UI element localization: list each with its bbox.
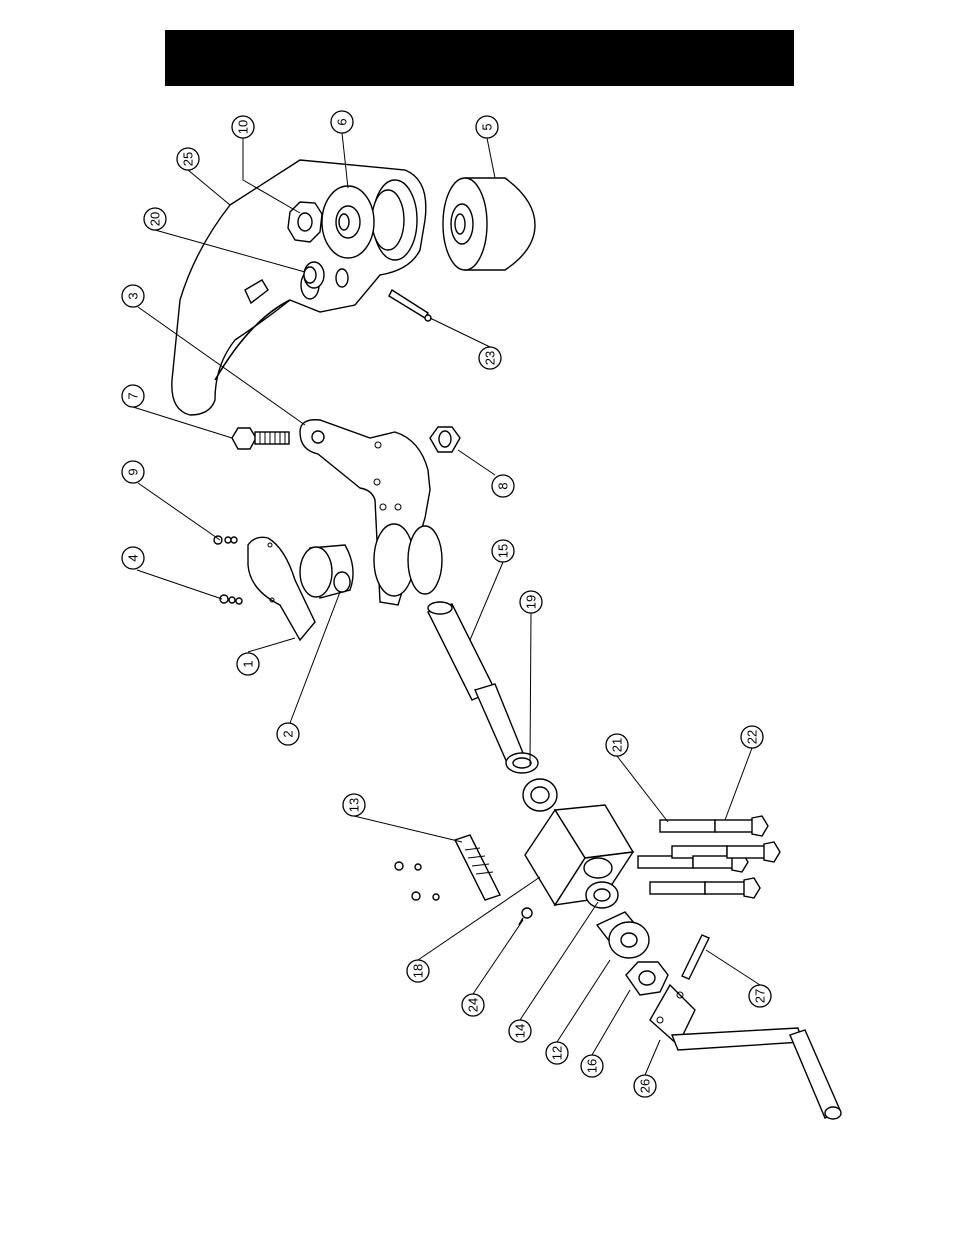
callout-label: 19 xyxy=(524,595,539,609)
callout-25: 25 xyxy=(177,148,199,170)
part-13-plate xyxy=(395,835,500,900)
part-6-flange xyxy=(322,186,374,258)
part-12-roller xyxy=(597,912,649,958)
callout-9: 9 xyxy=(122,461,144,483)
part-10-castle-nut xyxy=(288,202,322,242)
callout-label: 6 xyxy=(335,118,350,125)
callout-24: 24 xyxy=(462,994,484,1016)
callout-13: 13 xyxy=(343,794,365,816)
callout-10: 10 xyxy=(232,116,254,138)
callout-label: 3 xyxy=(126,292,141,299)
callout-label: 24 xyxy=(466,998,481,1012)
part-27-pin xyxy=(682,935,709,979)
callout-23: 23 xyxy=(479,347,501,369)
part-15-shaft xyxy=(428,602,525,765)
callout-18: 18 xyxy=(407,960,429,982)
callout-label: 7 xyxy=(126,392,141,399)
part-25-side-plate xyxy=(172,160,426,415)
callout-14: 14 xyxy=(509,1020,531,1042)
part-8-nut xyxy=(430,427,460,452)
callout-3: 3 xyxy=(122,285,144,307)
callout-label: 2 xyxy=(281,730,296,737)
part-16-hex-nut xyxy=(626,962,668,995)
callout-label: 26 xyxy=(638,1079,653,1093)
callout-label: 4 xyxy=(126,554,141,561)
callout-8: 8 xyxy=(492,475,514,497)
callout-5: 5 xyxy=(476,116,498,138)
bearing xyxy=(523,779,557,811)
callout-1: 1 xyxy=(237,653,259,675)
callout-label: 18 xyxy=(411,964,426,978)
callout-20: 20 xyxy=(144,208,166,230)
callout-4: 4 xyxy=(122,547,144,569)
callout-15: 15 xyxy=(492,540,514,562)
part-5-wheel xyxy=(443,178,535,270)
callout-label: 14 xyxy=(513,1024,528,1038)
callout-label: 10 xyxy=(236,120,251,134)
callout-21: 21 xyxy=(606,734,628,756)
callout-label: 23 xyxy=(483,351,498,365)
callout-label: 15 xyxy=(496,544,511,558)
callout-label: 1 xyxy=(241,660,256,667)
callout-label: 27 xyxy=(753,989,768,1003)
callout-2: 2 xyxy=(277,723,299,745)
part-2-cylinder xyxy=(300,545,353,598)
part-23-cotter-pin xyxy=(389,290,431,321)
callout-label: 20 xyxy=(148,212,163,226)
callout-label: 21 xyxy=(610,738,625,752)
callout-16: 16 xyxy=(581,1055,603,1077)
callout-7: 7 xyxy=(122,385,144,407)
callout-12: 12 xyxy=(546,1042,568,1064)
callout-label: 25 xyxy=(181,152,196,166)
callout-26: 26 xyxy=(634,1075,656,1097)
part-19-washer xyxy=(506,753,538,773)
callout-label: 9 xyxy=(126,468,141,475)
callout-label: 16 xyxy=(585,1059,600,1073)
callout-label: 13 xyxy=(347,798,362,812)
callout-label: 22 xyxy=(745,730,760,744)
callout-label: 12 xyxy=(550,1046,565,1060)
callout-22: 22 xyxy=(741,726,763,748)
part-14-seal xyxy=(586,882,618,908)
part-9-screw xyxy=(214,536,237,544)
part-7-bolt xyxy=(232,428,289,449)
callout-6: 6 xyxy=(331,111,353,133)
part-20-bushing xyxy=(304,262,324,288)
callout-label: 8 xyxy=(496,482,511,489)
callout-19: 19 xyxy=(520,591,542,613)
part-4-screw xyxy=(220,595,242,604)
part-26-crank-handle xyxy=(650,985,841,1119)
callout-27: 27 xyxy=(749,985,771,1007)
callout-label: 5 xyxy=(480,123,495,130)
